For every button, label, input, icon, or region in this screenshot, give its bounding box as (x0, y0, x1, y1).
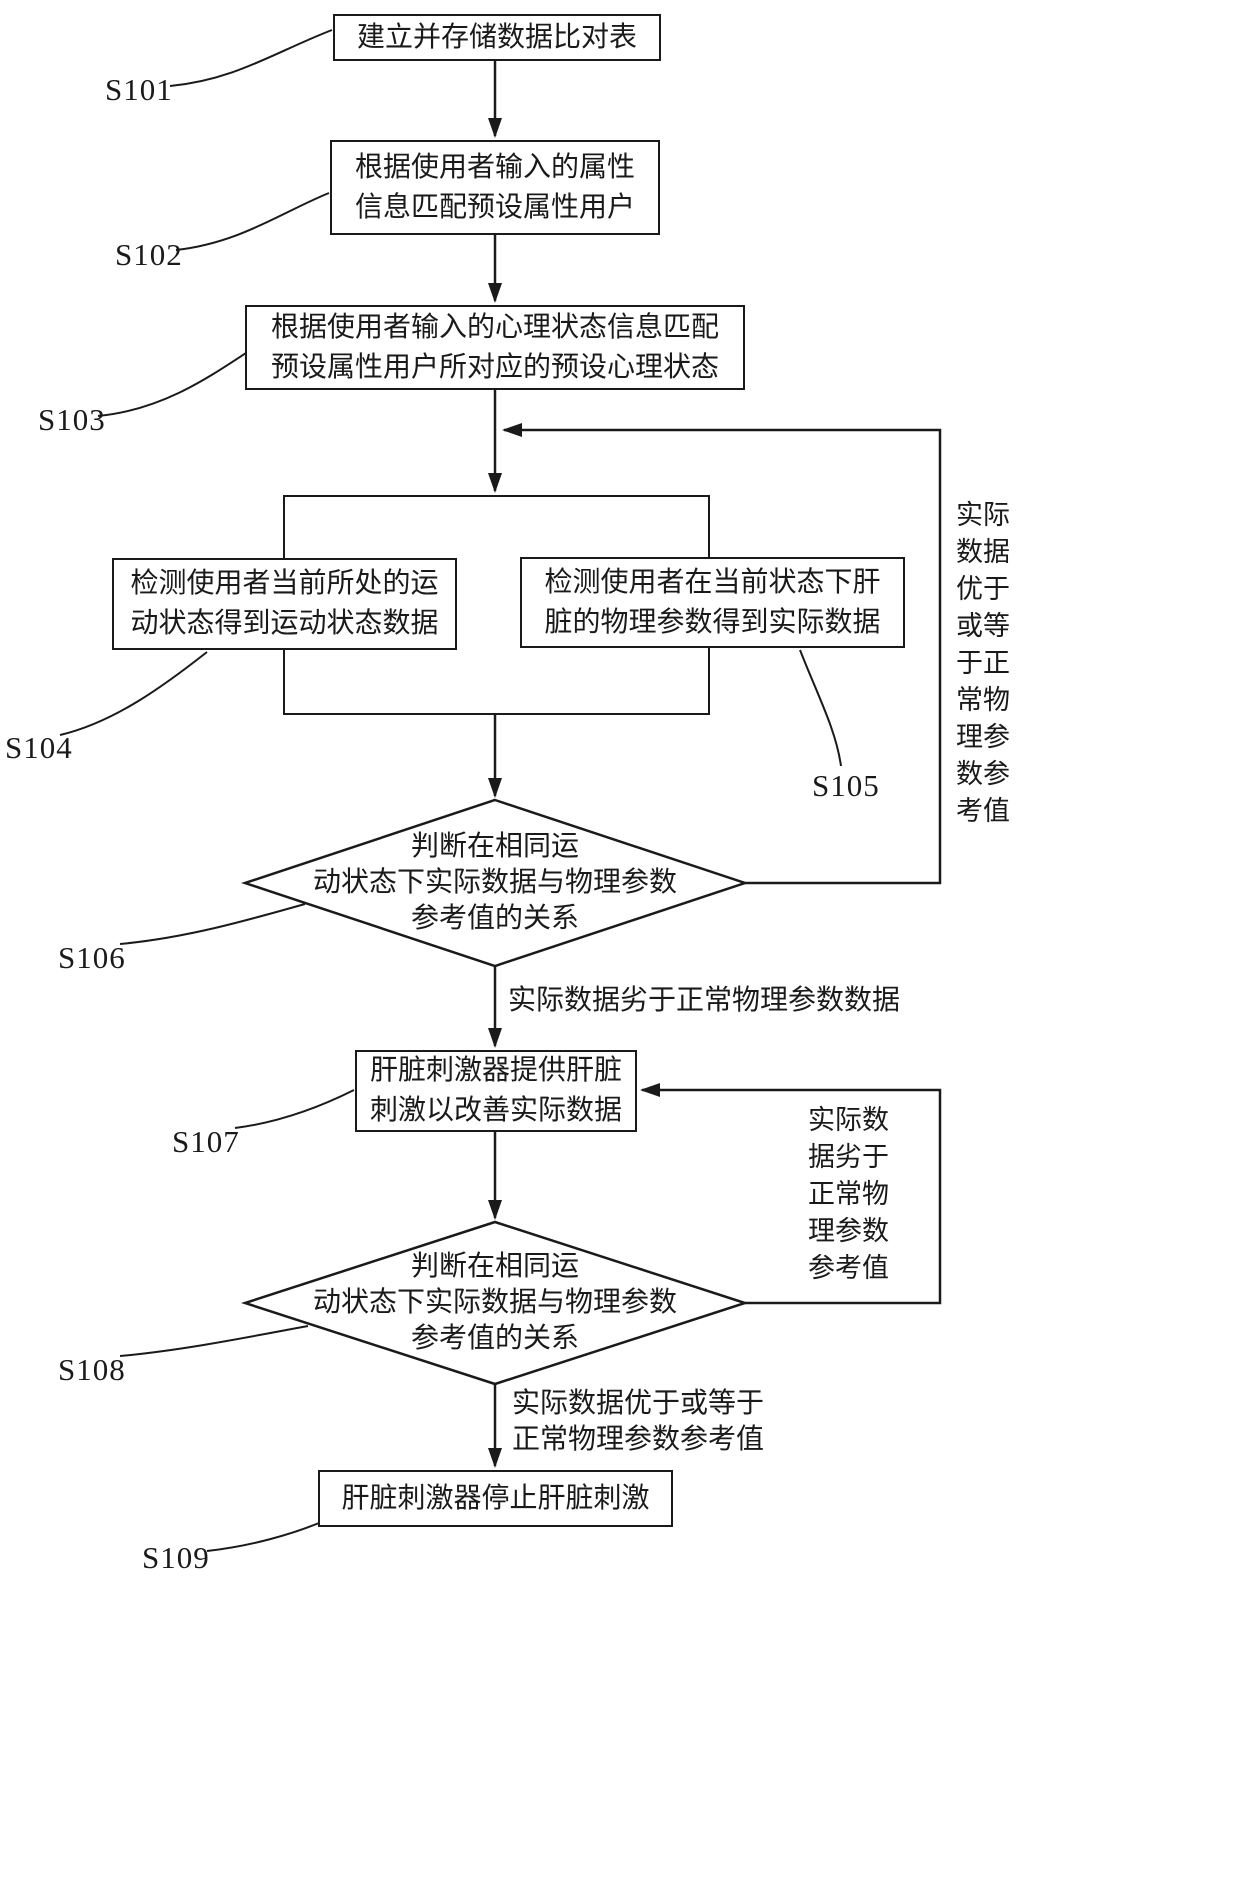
step-label-s108: S108 (58, 1352, 126, 1387)
edge-label-s106-no: 实际数据劣于正常物理参数数据 (508, 985, 901, 1016)
step-label-s107: S107 (172, 1124, 240, 1159)
node-s101: 建立并存储数据比对表 (333, 14, 661, 61)
leader-s109 (206, 1522, 320, 1552)
step-label-s102: S102 (115, 237, 183, 272)
decision-s106-shape (241, 798, 749, 968)
decision-s108-text: 判断在相同运 动状态下实际数据与物理参数 参考值的关系 (312, 1251, 677, 1354)
leader-s108 (119, 1325, 309, 1357)
leader-s107 (234, 1089, 355, 1129)
node-s104: 检测使用者当前所处的运 动状态得到运动状态数据 (112, 558, 457, 650)
step-label-s104: S104 (5, 730, 73, 765)
edge-label-s108-yes: 实际数据优于或等于 正常物理参数参考值 (512, 1388, 765, 1455)
node-s109: 肝脏刺激器停止肝脏刺激 (318, 1470, 673, 1527)
step-label-s101: S101 (105, 72, 173, 107)
step-label-s103: S103 (38, 402, 106, 437)
node-s105: 检测使用者在当前状态下肝 脏的物理参数得到实际数据 (520, 557, 905, 648)
node-s102: 根据使用者输入的属性 信息匹配预设属性用户 (330, 140, 660, 235)
leader-s106 (119, 903, 306, 945)
edge-label-s106-yes: 实际数据优于或等于正常物理参数参考值 (956, 500, 1010, 826)
leader-s102 (175, 192, 330, 251)
step-label-s106: S106 (58, 940, 126, 975)
leader-s105 (799, 649, 842, 767)
node-s107: 肝脏刺激器提供肝脏 刺激以改善实际数据 (355, 1050, 637, 1132)
step-label-s109: S109 (142, 1540, 210, 1575)
edge-label-s108-no: 实际数据劣于正常物理参数参考值 (808, 1105, 889, 1283)
leader-s101 (169, 29, 333, 87)
feedback-s108-loop (640, 1083, 942, 1305)
decision-s106-text: 判断在相同运 动状态下实际数据与物理参数 参考值的关系 (312, 831, 677, 934)
node-s103: 根据使用者输入的心理状态信息匹配 预设属性用户所对应的预设心理状态 (245, 305, 745, 390)
feedback-s106-loop (502, 423, 942, 885)
decision-s108-shape (240, 1220, 750, 1386)
leader-s103 (97, 352, 247, 417)
step-label-s105: S105 (812, 768, 880, 803)
leader-s104 (59, 651, 208, 736)
